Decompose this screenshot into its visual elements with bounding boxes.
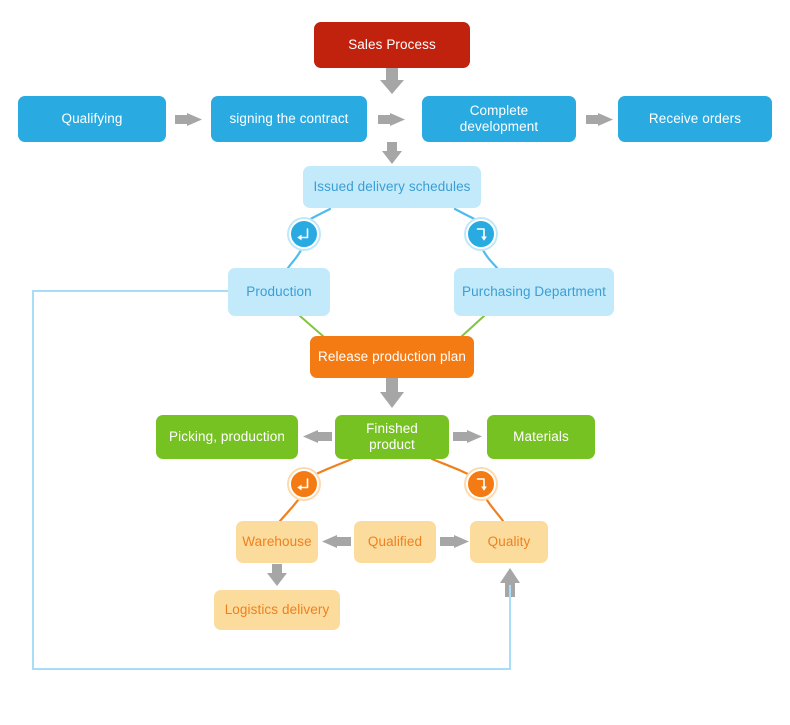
connector-purchasing-to-release bbox=[460, 315, 485, 338]
connector-production-to-release bbox=[299, 315, 325, 338]
node-materials[interactable]: Materials bbox=[487, 415, 595, 459]
node-warehouse[interactable]: Warehouse bbox=[236, 521, 318, 563]
badge-production-branch[interactable] bbox=[289, 219, 319, 249]
connector-qualified-to-quality bbox=[440, 535, 469, 548]
node-issued-delivery-schedules[interactable]: Issued delivery schedules bbox=[303, 166, 481, 208]
node-finished-product[interactable]: Finished product bbox=[335, 415, 449, 459]
arrow-down-left-icon bbox=[297, 228, 309, 241]
connector-release-to-finished bbox=[380, 378, 404, 408]
connector-finished-to-quality-lower bbox=[485, 498, 505, 523]
node-label-issued-delivery-schedules: Issued delivery schedules bbox=[313, 178, 471, 194]
node-label-purchasing-department: Purchasing Department bbox=[462, 283, 606, 299]
badge-purchasing-branch[interactable] bbox=[466, 219, 496, 249]
node-label-signing-the-contract: signing the contract bbox=[229, 110, 349, 126]
connector-row-to-issued bbox=[382, 142, 402, 164]
node-label-materials: Materials bbox=[513, 428, 569, 444]
node-production[interactable]: Production bbox=[228, 268, 330, 316]
node-picking-production[interactable]: Picking, production bbox=[156, 415, 298, 459]
node-logistics-delivery[interactable]: Logistics delivery bbox=[214, 590, 340, 630]
connector-qualifying-to-signing bbox=[175, 113, 202, 126]
connector-issued-to-purchasing-lower bbox=[481, 248, 499, 270]
connector-finished-to-materials bbox=[453, 430, 482, 443]
node-label-warehouse: Warehouse bbox=[242, 533, 312, 549]
connector-finished-to-warehouse-lower bbox=[278, 498, 300, 523]
connector-finished-to-picking bbox=[303, 430, 332, 443]
connector-complete-to-receive bbox=[586, 113, 613, 126]
node-quality[interactable]: Quality bbox=[470, 521, 548, 563]
node-label-finished-product: Finished product bbox=[366, 420, 418, 452]
node-qualified[interactable]: Qualified bbox=[354, 521, 436, 563]
arrow-down-icon bbox=[476, 228, 487, 241]
node-label-complete-development: Complete development bbox=[459, 102, 539, 134]
connector-qualified-to-warehouse bbox=[322, 535, 351, 548]
node-label-sales-process: Sales Process bbox=[348, 36, 436, 52]
connector-signing-to-complete bbox=[378, 113, 405, 126]
node-label-production: Production bbox=[246, 283, 312, 299]
arrow-down-icon bbox=[476, 478, 487, 491]
node-label-qualified: Qualified bbox=[367, 533, 423, 549]
node-receive-orders[interactable]: Receive orders bbox=[618, 96, 772, 142]
connector-warehouse-to-logistics bbox=[267, 564, 287, 586]
node-signing-the-contract[interactable]: signing the contract bbox=[211, 96, 367, 142]
node-label-picking-production: Picking, production bbox=[169, 428, 285, 444]
node-release-production-plan[interactable]: Release production plan bbox=[310, 336, 474, 378]
node-complete-development[interactable]: Complete development bbox=[422, 96, 576, 142]
connector-sales-to-row bbox=[380, 68, 404, 94]
node-sales-process[interactable]: Sales Process bbox=[314, 22, 470, 68]
node-label-receive-orders: Receive orders bbox=[648, 110, 742, 126]
node-label-quality: Quality bbox=[487, 533, 531, 549]
arrow-down-left-icon bbox=[297, 478, 309, 491]
badge-quality-branch[interactable] bbox=[466, 469, 496, 499]
node-qualifying[interactable]: Qualifying bbox=[18, 96, 166, 142]
node-purchasing-department[interactable]: Purchasing Department bbox=[454, 268, 614, 316]
node-label-release-production-plan: Release production plan bbox=[318, 348, 466, 364]
connector-issued-to-production-lower bbox=[286, 248, 303, 270]
node-label-logistics-delivery: Logistics delivery bbox=[224, 601, 330, 617]
node-label-qualifying: Qualifying bbox=[61, 110, 123, 126]
badge-warehouse-branch[interactable] bbox=[289, 469, 319, 499]
connector-feedback-arrowhead bbox=[500, 568, 520, 597]
